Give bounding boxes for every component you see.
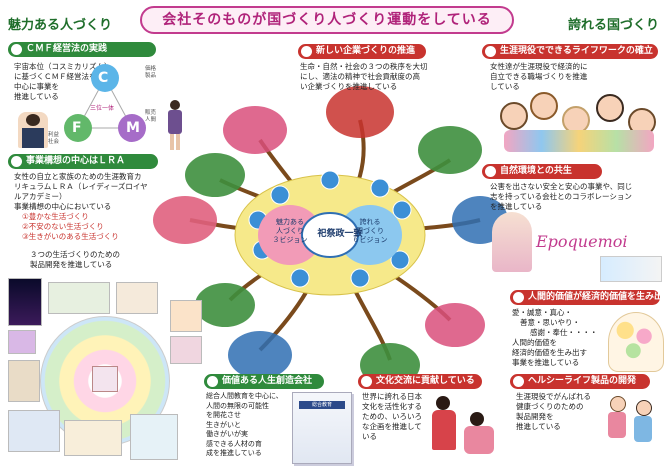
healthy-heading: ヘルシーライフ製品の開発 <box>510 374 650 389</box>
cmf-heading: ＣＭＦ経営法の実践 <box>8 42 156 57</box>
cmf-sub-labels-3: 利益社会 <box>48 132 60 145</box>
new-company-text: 生命・自然・社会の３つの秩序を大切にし、適法の精神で社会貢献度の高い企業づくりを… <box>300 62 428 91</box>
healthy-text: 生涯現役でがんばれる健康づくりのための製品開発を推進している <box>516 392 591 431</box>
lifework-text: 女性達が生涯現役で経済的に自立できる職場づくりを推進している <box>490 62 588 91</box>
cmf-sub-labels: 価格製品 <box>145 66 157 79</box>
human-value-text: 愛・誠意・真心・ 善意・思いやり・ 感謝・奉仕・・・・ 人間的価値を 経済的価値… <box>512 308 598 367</box>
cmf-text: 宇宙本位（コスミカリズム）に基づくＣＭＦ経営法を中心に事業を推進している <box>14 62 112 101</box>
product-photo-9 <box>170 300 202 332</box>
page-title: 会社そのものが国づくり人づくり運動をしている <box>140 6 514 34</box>
epoquemoi-brand: Epoquemoi <box>536 232 628 251</box>
product-photo-4 <box>170 336 202 364</box>
businesswoman-figure <box>165 100 185 150</box>
product-photo-2 <box>116 282 158 314</box>
product-photo-7 <box>64 420 122 456</box>
lra-items: ①豊かな生活づくり ②不安のない生活づくり ③生きがいのある生活づくり <box>22 212 172 242</box>
lifework-people-illustration <box>500 92 660 154</box>
education-book: 総合教育 <box>292 392 352 464</box>
nature-heading: 自然環境との共生 <box>482 164 602 179</box>
nature-text: 公害を出さない安全と安心の事業や、同じ志を持っている会社とのコラボレーションを推… <box>490 182 633 211</box>
lra-text: 女性の自立と家族のための生涯教育カリキュラムＬＲＡ（レイディーズロイヤルアカデミ… <box>14 172 148 211</box>
human-value-heading: 人間的価値が経済的価値を生み出す <box>510 290 670 305</box>
center-label: 祀祭政一致 <box>317 229 363 239</box>
cmf-letter-c: C <box>98 70 109 86</box>
culture-heading: 文化交流に貢献している <box>358 374 482 389</box>
cmf-f-circle <box>64 114 92 142</box>
culture-text: 世界に誇れる日本文化を活性化するための、いろいろな企画を推進している <box>362 392 422 441</box>
tree-foliage <box>153 86 508 387</box>
central-diagram <box>153 86 508 387</box>
cmf-sub-labels-2: 販売人間 <box>145 110 157 123</box>
new-company-heading: 新しい企業づくりの推進 <box>298 44 426 59</box>
kimono-illustration <box>432 394 508 458</box>
right-heading: 誇れる国づくり <box>568 18 660 33</box>
nature-photo <box>600 256 662 282</box>
product-photo-8 <box>130 414 178 460</box>
left-lobe <box>258 205 322 265</box>
lra-item-2: ②不安のない生活づくり <box>22 222 104 231</box>
product-photo-3 <box>8 330 36 354</box>
cmf-letter-f: F <box>72 120 82 136</box>
cmf-m-circle <box>118 114 146 142</box>
left-heading: 魅力ある人づくり <box>8 18 113 33</box>
lifework-heading: 生涯現役でできるライフワークの確立 <box>482 44 658 59</box>
lra-item-1: ①豊かな生活づくり <box>22 212 89 221</box>
value-life-text: 総合人間教育を中心に、人間の無限の可能性を開花させ生きがいと働きがいが実感できる… <box>206 392 283 457</box>
product-wheel-center <box>92 366 118 392</box>
walking-people-illustration <box>606 390 664 460</box>
book-label: 総合教育 <box>299 401 345 409</box>
value-life-heading: 価値ある人生創造会社 <box>204 374 324 389</box>
cmf-c-circle <box>91 64 119 92</box>
dancer-photo <box>8 278 42 326</box>
product-photo-6 <box>8 410 60 452</box>
center-core <box>301 212 359 258</box>
cmf-center-label: 三位一体 <box>90 105 115 112</box>
businessman-figure <box>18 112 48 148</box>
right-lobe <box>338 205 402 265</box>
lra-footer: ３つの生活づくりのための製品開発を推進している <box>30 250 120 269</box>
flower-basket <box>608 312 664 372</box>
nature-woman-figure <box>492 212 532 272</box>
product-photo-1 <box>48 282 110 314</box>
product-photo-5 <box>8 360 40 402</box>
lra-heading: 事業構想の中心はＬＲＡ <box>8 154 158 169</box>
lra-item-3: ③生きがいのある生活づくり <box>22 232 119 241</box>
cmf-triangle <box>64 64 146 142</box>
cmf-letter-m: M <box>126 120 140 136</box>
